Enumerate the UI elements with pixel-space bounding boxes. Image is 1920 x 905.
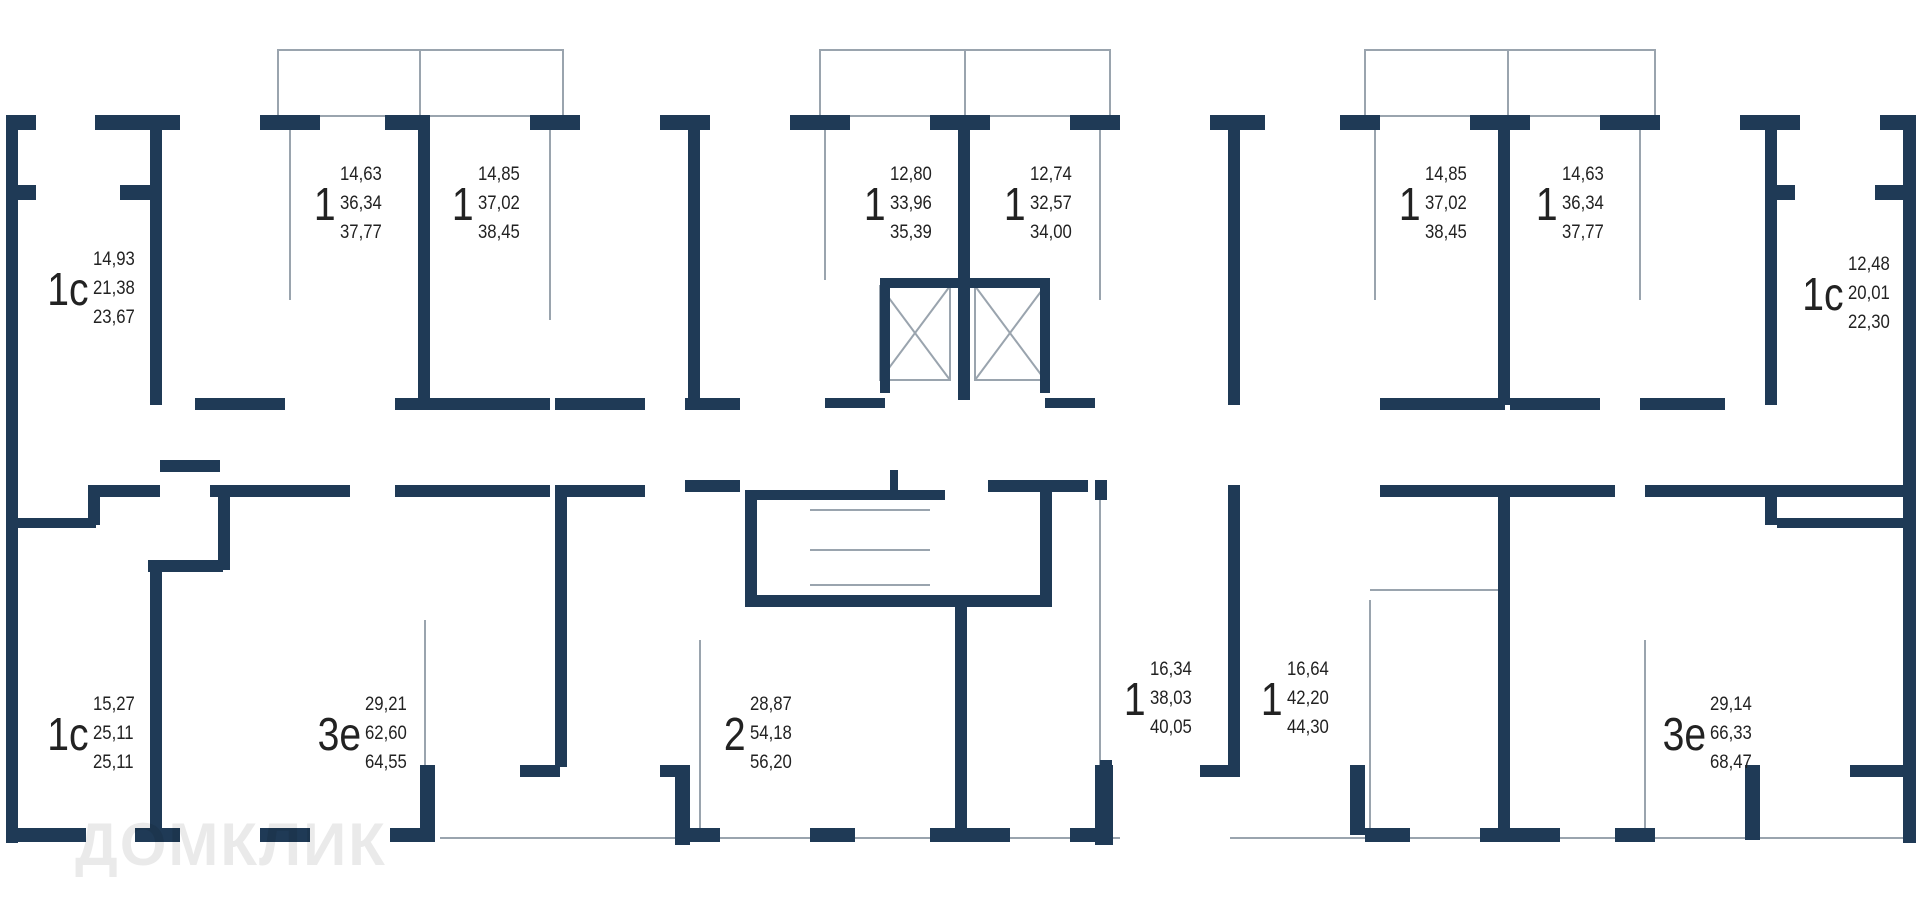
total-area: 62,60 xyxy=(365,723,408,744)
room-count: 3е xyxy=(1662,707,1707,760)
total-area: 33,96 xyxy=(889,193,932,214)
living-area: 14,93 xyxy=(92,249,135,270)
room-count: 1 xyxy=(1260,672,1283,725)
area-with-balcony: 56,20 xyxy=(749,752,792,773)
living-area: 12,74 xyxy=(1029,164,1072,185)
living-area: 14,63 xyxy=(1561,164,1604,185)
area-with-balcony: 34,00 xyxy=(1029,222,1072,243)
area-with-balcony: 22,30 xyxy=(1847,312,1890,333)
living-area: 28,87 xyxy=(749,694,792,715)
living-area: 29,14 xyxy=(1710,694,1753,715)
walls xyxy=(6,115,1916,845)
area-with-balcony: 68,47 xyxy=(1710,752,1753,773)
total-area: 20,01 xyxy=(1847,283,1890,304)
total-area: 42,20 xyxy=(1286,688,1329,709)
total-area: 36,34 xyxy=(339,193,382,214)
area-with-balcony: 23,67 xyxy=(92,307,135,328)
total-area: 32,57 xyxy=(1029,193,1072,214)
room-count: 1 xyxy=(1003,177,1026,230)
area-with-balcony: 25,11 xyxy=(92,752,134,773)
total-area: 54,18 xyxy=(749,723,792,744)
total-area: 36,34 xyxy=(1561,193,1604,214)
room-count: 1 xyxy=(863,177,886,230)
living-area: 29,21 xyxy=(365,694,408,715)
room-count: 2 xyxy=(723,707,746,760)
room-count: 1 xyxy=(1535,177,1558,230)
area-with-balcony: 37,77 xyxy=(339,222,382,243)
room-count: 1с xyxy=(47,707,89,760)
living-area: 15,27 xyxy=(92,694,135,715)
living-area: 16,64 xyxy=(1286,659,1329,680)
area-with-balcony: 38,45 xyxy=(1424,222,1467,243)
room-count: 1 xyxy=(1398,177,1421,230)
total-area: 25,11 xyxy=(92,723,134,744)
area-with-balcony: 64,55 xyxy=(365,752,408,773)
room-count: 1с xyxy=(1802,267,1844,320)
room-count: 1 xyxy=(451,177,474,230)
living-area: 14,63 xyxy=(339,164,382,185)
room-count: 3е xyxy=(317,707,362,760)
area-with-balcony: 40,05 xyxy=(1149,717,1192,738)
total-area: 21,38 xyxy=(92,278,135,299)
balcony xyxy=(1364,49,1656,117)
area-with-balcony: 37,77 xyxy=(1561,222,1604,243)
living-area: 16,34 xyxy=(1149,659,1192,680)
area-with-balcony: 44,30 xyxy=(1286,717,1329,738)
living-area: 14,85 xyxy=(1424,164,1467,185)
living-area: 12,80 xyxy=(889,164,932,185)
area-with-balcony: 38,45 xyxy=(477,222,520,243)
watermark-logo: ДОМКЛИК xyxy=(75,811,387,878)
room-count: 1 xyxy=(1123,672,1146,725)
room-count: 1 xyxy=(313,177,336,230)
total-area: 37,02 xyxy=(477,193,520,214)
area-with-balcony: 35,39 xyxy=(889,222,932,243)
living-area: 14,85 xyxy=(477,164,520,185)
total-area: 37,02 xyxy=(1424,193,1467,214)
total-area: 66,33 xyxy=(1710,723,1753,744)
living-area: 12,48 xyxy=(1847,254,1890,275)
total-area: 38,03 xyxy=(1149,688,1192,709)
room-count: 1с xyxy=(47,262,89,315)
